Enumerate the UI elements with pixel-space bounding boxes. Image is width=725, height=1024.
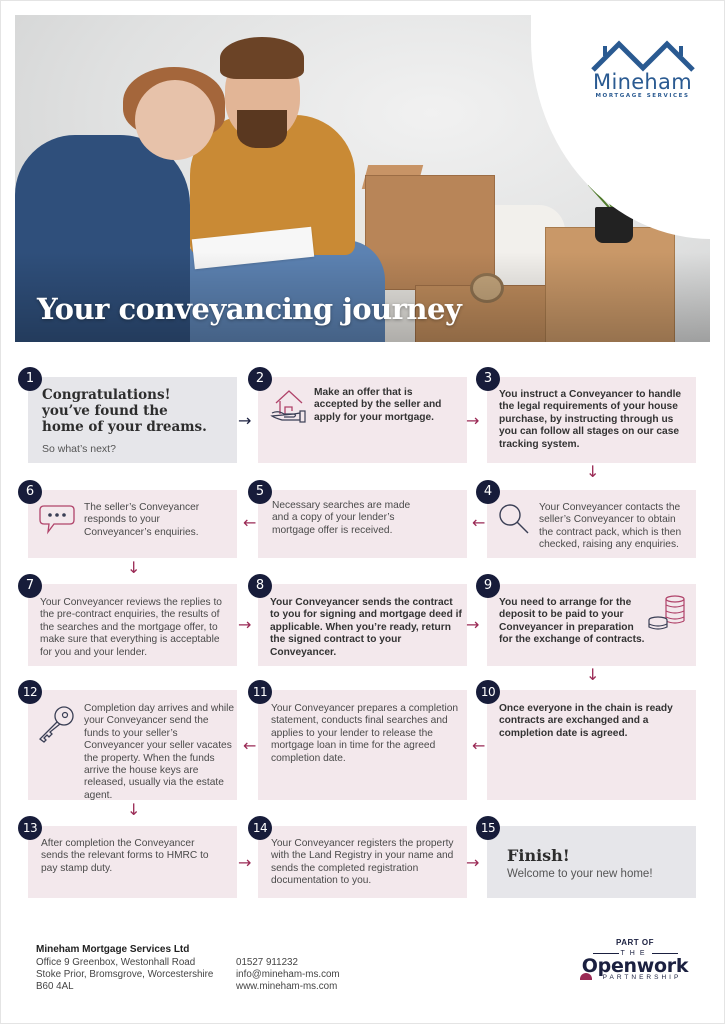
step-number-badge: 10: [476, 680, 500, 704]
footer-company-name: Mineham Mortgage Services Ltd: [36, 944, 190, 955]
cardboard-box: [365, 175, 495, 290]
arrow-down-icon: ↓: [586, 665, 600, 684]
step-6: The seller’s Conveyancer responds to you…: [28, 490, 237, 558]
arrow-right-icon: →: [238, 615, 252, 634]
step-number-badge: 6: [18, 480, 42, 504]
step-12: Completion day arrives and while your Co…: [28, 690, 237, 801]
step-4: Your Conveyancer contacts the seller’s C…: [487, 490, 696, 558]
woman: [15, 135, 190, 342]
step-3-text: You instruct a Conveyancer to handle the…: [499, 389, 682, 450]
arrow-down-icon: ↓: [127, 558, 141, 577]
step-9-text: You need to arrange for the deposit to b…: [499, 597, 645, 646]
footer-phone[interactable]: 01527 911232: [236, 957, 298, 968]
mineham-logo: Mineham MORTGAGE SERVICES: [580, 40, 705, 99]
step-7: Your Conveyancer reviews the replies to …: [28, 584, 237, 666]
step-9: You need to arrange for the deposit to b…: [487, 584, 696, 666]
step-11: Your Conveyancer prepares a completion s…: [258, 690, 467, 800]
arrow-right-icon: →: [238, 411, 252, 430]
step-7-text: Your Conveyancer reviews the replies to …: [40, 597, 222, 658]
footer-address-line: Stoke Prior, Bromsgrove, Worcestershire: [36, 969, 214, 980]
hero-image: [15, 15, 710, 342]
step-number-badge: 4: [476, 480, 500, 504]
step-13-text: After completion the Conveyancer sends t…: [41, 838, 209, 874]
step-10-text: Once everyone in the chain is ready cont…: [499, 703, 673, 739]
footer-address-line: B60 4AL: [36, 981, 74, 992]
step-1-heading: Congratulations! you’ve found the home o…: [42, 387, 207, 435]
footer-email[interactable]: info@mineham-ms.com: [236, 969, 340, 980]
finish-heading: Finish!: [507, 846, 570, 865]
arrow-right-icon: →: [466, 411, 480, 430]
step-1-subtext: So what’s next?: [42, 443, 116, 455]
magnifier-icon: [499, 504, 529, 534]
tape-roll: [470, 273, 504, 303]
arrow-right-icon: →: [466, 853, 480, 872]
step-3: You instruct a Conveyancer to handle the…: [487, 377, 696, 463]
house-in-hand-icon: [270, 390, 306, 423]
step-10: Once everyone in the chain is ready cont…: [487, 690, 696, 800]
step-6-text: The seller’s Conveyancer responds to you…: [84, 502, 200, 538]
arrow-left-icon: ←: [472, 736, 486, 755]
partner-part-of: PART OF: [615, 938, 654, 947]
step-number-badge: 11: [248, 680, 272, 704]
logo-name: Mineham: [593, 70, 692, 94]
arrow-down-icon: ↓: [127, 800, 141, 819]
step-number-badge: 7: [18, 574, 42, 598]
partner-arc-icon: [580, 973, 592, 980]
arrow-down-icon: ↓: [586, 462, 600, 481]
finish-subtext: Welcome to your new home!: [507, 868, 653, 880]
step-number-badge: 9: [476, 574, 500, 598]
step-number-badge: 8: [248, 574, 272, 598]
arrow-left-icon: ←: [243, 513, 257, 532]
step-number-badge: 5: [248, 480, 272, 504]
step-15: Finish! Welcome to your new home!: [487, 826, 696, 898]
partner-the: THE: [620, 950, 650, 957]
step-number-badge: 15: [476, 816, 500, 840]
step-number-badge: 13: [18, 816, 42, 840]
step-12-text: Completion day arrives and while your Co…: [84, 703, 235, 801]
arrow-left-icon: ←: [472, 513, 486, 532]
arrow-right-icon: →: [238, 853, 252, 872]
footer-address-line: Office 9 Greenbox, Westonhall Road: [36, 957, 196, 968]
step-13: After completion the Conveyancer sends t…: [28, 826, 237, 898]
cardboard-box: [545, 227, 675, 342]
coin-stacks-icon: [648, 595, 685, 630]
partner-name: Openwork: [581, 955, 689, 977]
logo-subtitle: MORTGAGE SERVICES: [595, 93, 690, 99]
step-number-badge: 14: [248, 816, 272, 840]
step-1: Congratulations! you’ve found the home o…: [28, 377, 237, 463]
step-8-text: Your Conveyancer sends the contract to y…: [270, 597, 462, 658]
openwork-partnership-logo: PART OF THE Openwork PARTNERSHIP: [570, 938, 700, 981]
partner-suffix: PARTNERSHIP: [602, 974, 682, 981]
step-4-text: Your Conveyancer contacts the seller’s C…: [539, 502, 682, 551]
step-5-text: Necessary searches are made and a copy o…: [272, 500, 411, 536]
arrow-right-icon: →: [466, 615, 480, 634]
step-14-text: Your Conveyancer registers the property …: [271, 838, 454, 887]
page-title: Your conveyancing journey: [37, 292, 462, 326]
house-roofs-icon: [590, 40, 695, 72]
speech-bubble-icon: [39, 505, 75, 535]
step-8: Your Conveyancer sends the contract to y…: [258, 584, 467, 666]
step-14: Your Conveyancer registers the property …: [258, 826, 467, 898]
key-icon: [39, 706, 74, 743]
step-number-badge: 2: [248, 367, 272, 391]
step-5: Necessary searches are made and a copy o…: [258, 490, 467, 558]
step-2-text: Make an offer that is accepted by the se…: [314, 387, 442, 423]
step-2: Make an offer that is accepted by the se…: [258, 377, 467, 463]
arrow-left-icon: ←: [243, 736, 257, 755]
step-11-text: Your Conveyancer prepares a completion s…: [271, 703, 459, 764]
step-number-badge: 12: [18, 680, 42, 704]
step-number-badge: 1: [18, 367, 42, 391]
footer-website[interactable]: www.mineham-ms.com: [236, 981, 338, 992]
step-number-badge: 3: [476, 367, 500, 391]
